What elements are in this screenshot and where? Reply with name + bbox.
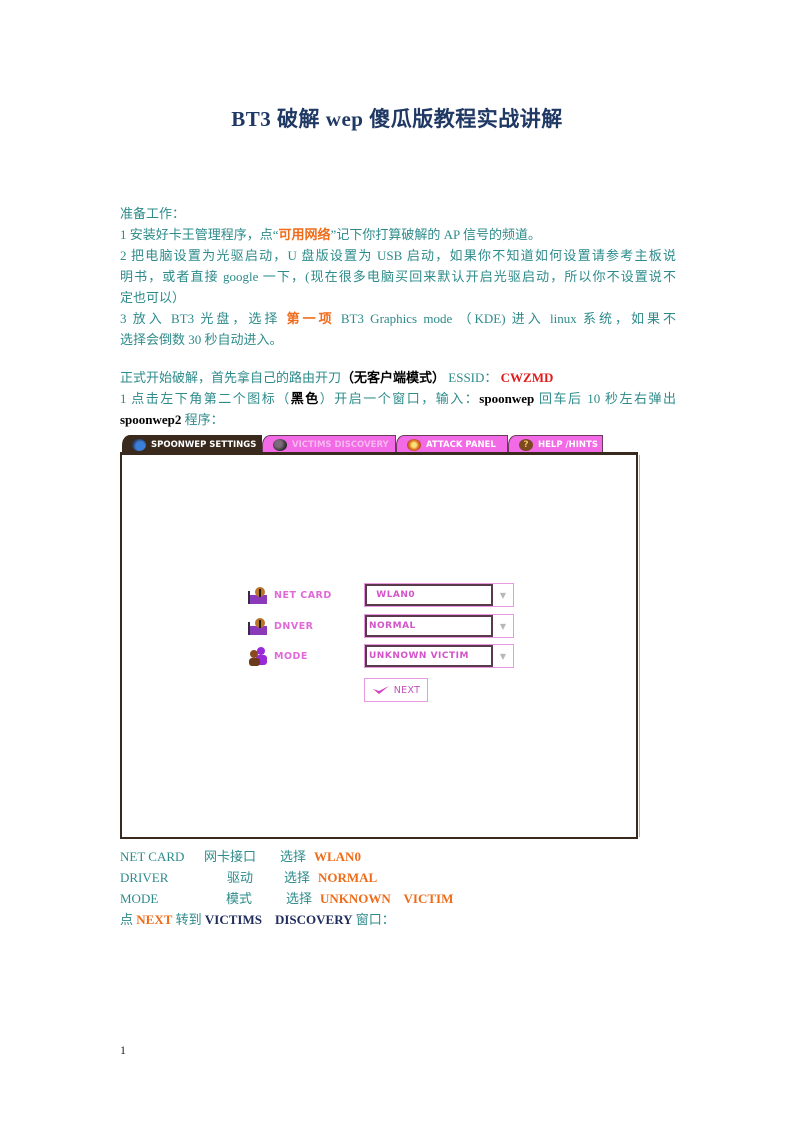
- users-icon: [247, 646, 269, 666]
- program-name: spoonwep2: [120, 412, 182, 427]
- summary-section: NET CARD 网卡接口 选择 WLAN0 DRIVER 驱动 选择 NORM…: [120, 846, 676, 930]
- document-title: BT3 破解 wep 傻瓜版教程实战讲解: [231, 107, 563, 131]
- user-card-icon: [247, 616, 269, 636]
- chevron-down-icon[interactable]: ▼: [499, 621, 507, 631]
- tab-victims-discovery[interactable]: VICTIMS DISCOVERY: [262, 435, 396, 454]
- highlight-available-networks: 可用网络: [278, 227, 331, 242]
- question-icon: ?: [519, 439, 533, 451]
- prep-step-2-line-1: 2 把电脑设置为光驱启动，U 盘版设置为 USB 启动，如果你不知道如何设置请参…: [120, 248, 676, 263]
- user-card-icon: [247, 585, 269, 605]
- settings-panel: NET CARD WLAN0 ▼ DNVER NORMAL ▼ MODE UNK…: [120, 452, 640, 839]
- net-card-select[interactable]: WLAN0 ▼: [364, 583, 514, 607]
- mode-select[interactable]: UNKNOWN VICTIM ▼: [364, 644, 514, 668]
- prep-step-2-line-2: 明书，或者直接 google 一下，(现在很多电脑买回来默认开启光驱启动，所以你…: [120, 269, 676, 284]
- prep-heading: 准备工作：: [120, 206, 186, 221]
- next-button[interactable]: NEXT: [364, 678, 428, 702]
- field-driver: DNVER: [247, 614, 314, 638]
- field-mode: MODE: [247, 644, 308, 668]
- summary-final-line: 点 NEXT 转到 VICTIMS DISCOVERY 窗口：: [120, 912, 395, 927]
- tab-help-hints[interactable]: ? HELP /HINTS: [508, 435, 603, 454]
- start-line-2: 1 点击左下角第二个图标（黑色）开启一个窗口，输入：spoonwep 回车后 1…: [120, 391, 676, 406]
- prep-step-3-line-2: 选择会倒数 30 秒自动进入。: [120, 332, 283, 347]
- satellite-dish-icon: [132, 438, 146, 451]
- summary-row-driver: DRIVER 驱动 选择 NORMAL: [120, 870, 378, 885]
- start-line-3: spoonwep2 程序：: [120, 412, 224, 427]
- tab-bar: SPOONWEP SETTINGS VICTIMS DISCOVERY ATTA…: [120, 435, 605, 454]
- chevron-down-icon[interactable]: ▼: [499, 651, 507, 661]
- checkmark-icon: [372, 686, 389, 694]
- spoonwep-window: SPOONWEP SETTINGS VICTIMS DISCOVERY ATTA…: [120, 435, 640, 841]
- driver-select[interactable]: NORMAL ▼: [364, 614, 514, 638]
- tab-spoonwep-settings[interactable]: SPOONWEP SETTINGS: [122, 435, 262, 454]
- command-text: spoonwep: [479, 391, 535, 406]
- prep-section: 准备工作： 1 安装好卡王管理程序，点“可用网络”记下你打算破解的 AP 信号的…: [120, 203, 676, 350]
- mouse-icon: [273, 439, 287, 451]
- essid-value: CWZMD: [500, 370, 554, 385]
- prep-step-2-line-3: 定也可以）: [120, 290, 186, 305]
- highlight-first-item: 第一项: [286, 311, 335, 326]
- target-icon: [407, 439, 421, 451]
- page-number: 1: [120, 1043, 126, 1057]
- summary-row-mode: MODE 模式 选择 UNKNOWN VICTIM: [120, 891, 454, 906]
- prep-step-1: 1 安装好卡王管理程序，点“可用网络”记下你打算破解的 AP 信号的频道。: [120, 227, 541, 242]
- chevron-down-icon[interactable]: ▼: [499, 590, 507, 600]
- prep-step-3: 3 放入 BT3 光盘，选择 第一项 BT3 Graphics mode （KD…: [120, 311, 676, 326]
- tab-attack-panel[interactable]: ATTACK PANEL: [396, 435, 508, 454]
- start-line-1: 正式开始破解，首先拿自己的路由开刀（无客户端模式） ESSID： CWZMD: [120, 370, 554, 385]
- summary-row-net-card: NET CARD 网卡接口 选择 WLAN0: [120, 849, 361, 864]
- field-net-card: NET CARD: [247, 583, 332, 607]
- start-section: 正式开始破解，首先拿自己的路由开刀（无客户端模式） ESSID： CWZMD 1…: [120, 367, 676, 430]
